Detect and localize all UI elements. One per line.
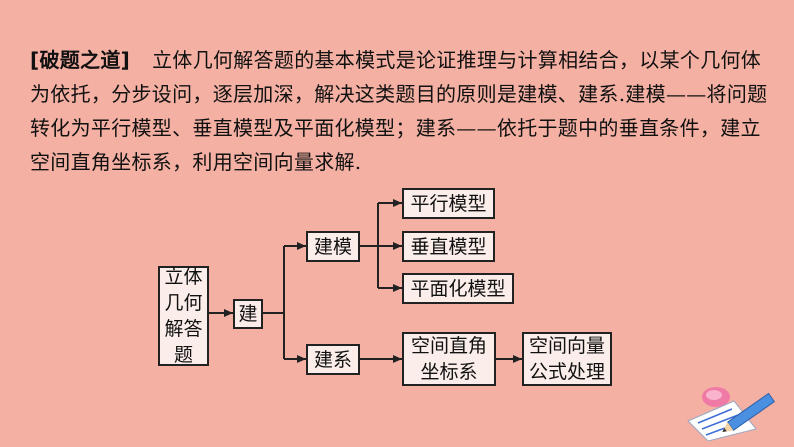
node-jianxi: 建系 [306, 344, 360, 375]
node-coordinate-system: 空间直角 坐标系 [402, 332, 496, 386]
node-jianmo: 建模 [306, 231, 360, 262]
node-planar-model: 平面化模型 [402, 273, 514, 304]
intro-paragraph: [破题之道]立体几何解答题的基本模式是论证推理与计算相结合，以某个几何体为依托，… [30, 43, 775, 179]
node-root: 立体 几何 解答 题 [158, 266, 209, 366]
node-perpendicular-model: 垂直模型 [402, 231, 495, 262]
node-vector-formula: 空间向量 公式处理 [522, 332, 612, 386]
section-tag: [破题之道] [30, 48, 131, 72]
node-parallel-model: 平行模型 [402, 188, 495, 219]
node-jian: 建 [233, 299, 263, 329]
pencil-note-decoration-icon [687, 387, 776, 441]
paragraph-text: 立体几何解答题的基本模式是论证推理与计算相结合，以某个几何体为依托，分步设问，逐… [30, 48, 768, 174]
